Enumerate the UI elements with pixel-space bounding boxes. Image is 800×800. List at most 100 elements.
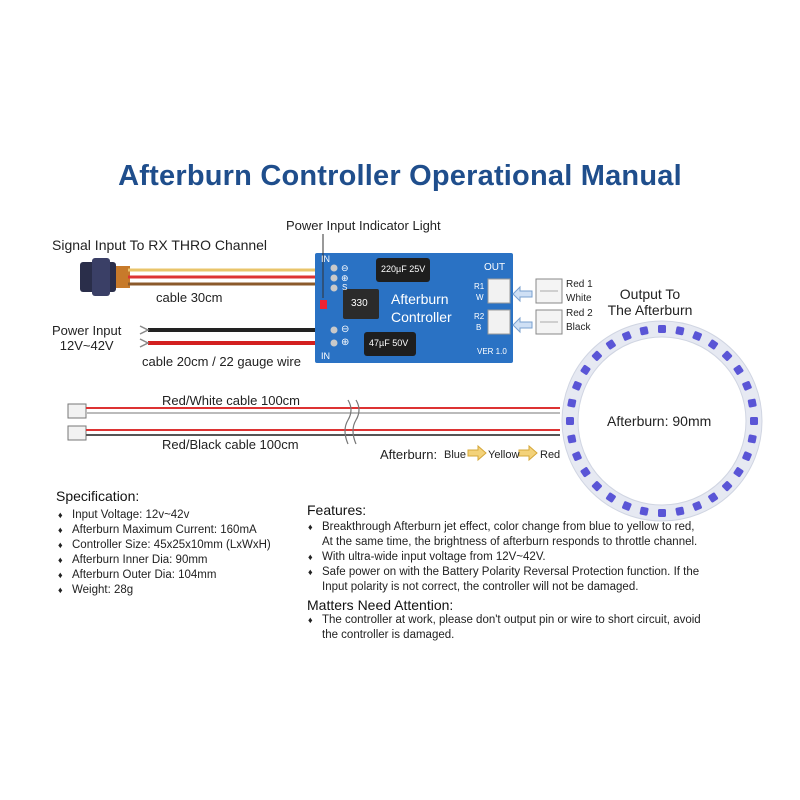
signal-connector	[80, 258, 130, 296]
signal-input-label: Signal Input To RX THRO Channel	[52, 237, 268, 253]
feature-item: With ultra-wide input voltage from 12V~4…	[308, 550, 778, 565]
led-dot	[708, 339, 719, 350]
arrow-icon	[467, 444, 487, 462]
spec-item: Afterburn Maximum Current: 160mA	[58, 523, 298, 538]
led-dot	[567, 434, 577, 444]
led-dot	[605, 492, 616, 503]
led-dot	[572, 451, 582, 461]
led-dot	[639, 326, 649, 336]
out-connector-1	[487, 278, 511, 304]
red-black-cable	[67, 425, 560, 441]
capacitor-47uf	[364, 332, 416, 356]
red-white-cable-label: Red/White cable 100cm	[162, 393, 301, 408]
cable-20-label: cable 20cm / 22 gauge wire	[142, 354, 301, 369]
attention-item: The controller at work, please don't out…	[308, 613, 778, 628]
power-cable	[139, 325, 322, 348]
attention-heading: Matters Need Attention:	[307, 597, 454, 613]
spec-item: Controller Size: 45x25x10mm (LxWxH)	[58, 538, 298, 553]
led-dot	[567, 398, 577, 408]
capacitor-220uf	[376, 258, 430, 282]
spec-item: Afterburn Inner Dia: 90mm	[58, 553, 298, 568]
led-dot	[622, 501, 632, 511]
led-dot	[572, 381, 582, 391]
output-plug-2	[535, 309, 563, 335]
power-input-title: Power Input	[52, 323, 122, 338]
spec-item: Afterburn Outer Dia: 104mm	[58, 568, 298, 583]
capacitor-220uf-label: 220µF 25V	[381, 264, 426, 274]
capacitor-47uf-label: 47µF 50V	[369, 338, 409, 348]
page-title: Afterburn Controller Operational Manual	[118, 160, 682, 192]
red-white-cable	[67, 403, 560, 419]
led-ring	[566, 325, 758, 517]
board-b: B	[476, 323, 482, 332]
feature-item: At the same time, the brightness of afte…	[322, 536, 698, 548]
board-pwr-minus: ⊖	[341, 324, 350, 335]
chip-label: 330	[351, 298, 368, 309]
led-dot	[747, 434, 757, 444]
led-dot	[722, 481, 733, 492]
out-connector-2	[487, 309, 511, 335]
led-dot	[742, 451, 752, 461]
red-black-cable-label: Red/Black cable 100cm	[162, 437, 299, 452]
board-sig-s: S	[342, 283, 348, 292]
led-dot	[658, 509, 666, 517]
board-pwr-plus: ⊕	[341, 337, 350, 348]
power-input-voltage: 12V~42V	[59, 338, 114, 353]
led-dot	[742, 381, 752, 391]
power-indicator-label: Power Input Indicator Light	[286, 218, 441, 233]
led-dot	[750, 417, 758, 425]
led-dot	[605, 339, 616, 350]
board-r2: R2	[474, 312, 485, 321]
spec-item: Input Voltage: 12v~42v	[58, 508, 298, 523]
led-dot	[622, 331, 632, 341]
afterburn-sequence-prefix: Afterburn:	[380, 447, 438, 462]
led-dot	[675, 326, 685, 336]
feature-item: Breakthrough Afterburn jet effect, color…	[308, 520, 778, 535]
board-name-line2: Controller	[391, 309, 452, 325]
board-in-bottom: IN	[321, 351, 330, 361]
attention-item: the controller is damaged.	[322, 629, 455, 641]
led-dot	[692, 501, 702, 511]
label-red2: Red 2	[566, 308, 593, 319]
sequence-blue: Blue	[444, 449, 467, 461]
power-input-label: Power Input 12V~42V	[52, 323, 121, 353]
board-r1: R1	[474, 282, 485, 291]
led-dot	[639, 506, 649, 516]
led-dot	[708, 492, 719, 503]
features-list: Breakthrough Afterburn jet effect, color…	[308, 520, 778, 595]
label-black: Black	[566, 322, 591, 333]
sequence-yellow: Yellow	[488, 449, 520, 461]
arrow-icon	[518, 444, 538, 462]
specification-heading: Specification:	[56, 488, 140, 504]
led-dot	[733, 467, 744, 478]
led-dot	[566, 417, 574, 425]
label-red1: Red 1	[566, 279, 593, 290]
attention-list: The controller at work, please don't out…	[308, 613, 778, 643]
led-dot	[692, 331, 702, 341]
led-dot	[591, 481, 602, 492]
board-sig-minus: ⊖	[341, 263, 349, 273]
led-dot	[591, 350, 602, 361]
board-name: Afterburn Controller	[391, 290, 452, 326]
led-dot	[733, 364, 744, 375]
led-dot	[675, 506, 685, 516]
led-dot	[580, 364, 591, 375]
board-sig-plus: ⊕	[341, 273, 349, 283]
specification-list: Input Voltage: 12v~42v Afterburn Maximum…	[58, 508, 298, 598]
led-dot	[658, 325, 666, 333]
board-in-top: IN	[321, 254, 330, 264]
spec-item: Weight: 28g	[58, 583, 298, 598]
output-to-label: Output To The Afterburn	[600, 286, 700, 318]
features-heading: Features:	[307, 502, 367, 518]
indicator-light	[320, 300, 327, 309]
led-dot	[747, 398, 757, 408]
sequence-red: Red	[540, 449, 561, 461]
feature-item: Safe power on with the Battery Polarity …	[308, 565, 778, 580]
output-to-line2: The Afterburn	[607, 302, 693, 318]
board-name-line1: Afterburn	[391, 291, 449, 307]
afterburn-size-label: Afterburn: 90mm	[607, 413, 712, 429]
cable-30-label: cable 30cm	[156, 290, 223, 305]
label-white: White	[566, 293, 592, 304]
board-out: OUT	[484, 262, 506, 273]
